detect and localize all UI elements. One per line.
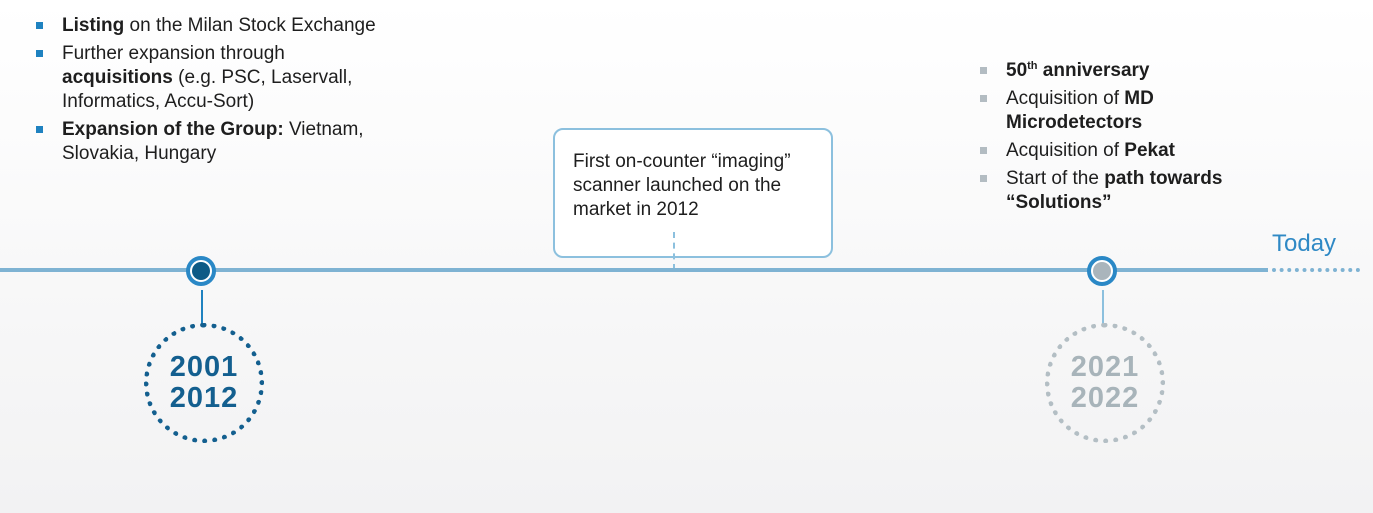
year-badge-2001-2012: 2001 2012 bbox=[144, 323, 264, 443]
timeline-line bbox=[0, 268, 1268, 272]
node-stem bbox=[1102, 290, 1104, 325]
timeline-node-2001 bbox=[186, 256, 216, 286]
timeline-node-2021 bbox=[1087, 256, 1117, 286]
callout-connector bbox=[673, 232, 675, 270]
list-item: Start of the path towards “Solutions” bbox=[980, 167, 1240, 215]
milestone-list: 50th anniversary Acquisition of MD Micro… bbox=[980, 59, 1240, 215]
item-text: Acquisition of bbox=[1006, 140, 1125, 161]
list-item: Acquisition of MD Microdetectors bbox=[980, 87, 1240, 135]
timeline-dotted-extension bbox=[1272, 268, 1360, 272]
item-bold: 50 bbox=[1006, 60, 1028, 81]
item-bold: MD Microdetectors bbox=[1006, 88, 1154, 133]
item-text: Further expansion through bbox=[62, 43, 285, 64]
callout-text: First on-counter “imaging” scanner launc… bbox=[573, 151, 791, 220]
item-text: (e.g. PSC, Laservall, Informatics, Accu-… bbox=[62, 67, 353, 112]
callout-box: First on-counter “imaging” scanner launc… bbox=[553, 128, 833, 258]
item-bold: Pekat bbox=[1124, 140, 1175, 161]
year-end: 2012 bbox=[169, 382, 239, 414]
milestone-2001-2012-text: Listing on the Milan Stock Exchange Furt… bbox=[36, 14, 396, 170]
list-item: Further expansion through acquisitions (… bbox=[36, 42, 396, 114]
item-bold: path towards “Solutions” bbox=[1006, 168, 1223, 213]
item-bold: Listing bbox=[62, 15, 125, 36]
today-label: Today bbox=[1272, 230, 1337, 257]
item-text: Vietnam, Slovakia, Hungary bbox=[62, 119, 364, 164]
item-bold: acquisitions bbox=[62, 67, 173, 88]
list-item: Listing on the Milan Stock Exchange bbox=[36, 14, 396, 38]
milestone-list: Listing on the Milan Stock Exchange Furt… bbox=[36, 14, 396, 166]
item-superscript: th bbox=[1027, 60, 1038, 72]
item-bold: Expansion of the Group: bbox=[62, 119, 284, 140]
list-item: Expansion of the Group: Vietnam, Slovaki… bbox=[36, 118, 396, 166]
list-item: 50th anniversary bbox=[980, 59, 1240, 83]
list-item: Acquisition of Pekat bbox=[980, 139, 1240, 163]
item-text: Start of the bbox=[1006, 168, 1105, 189]
year-start: 2021 bbox=[1070, 351, 1140, 383]
year-start: 2001 bbox=[169, 351, 239, 383]
year-end: 2022 bbox=[1070, 382, 1140, 414]
year-badge-2021-2022: 2021 2022 bbox=[1045, 323, 1165, 443]
node-stem bbox=[201, 290, 203, 325]
milestone-2021-2022-text: 50th anniversary Acquisition of MD Micro… bbox=[980, 59, 1240, 219]
item-text: on the Milan Stock Exchange bbox=[124, 15, 376, 36]
item-bold: anniversary bbox=[1037, 60, 1150, 81]
item-text: Acquisition of bbox=[1006, 88, 1125, 109]
